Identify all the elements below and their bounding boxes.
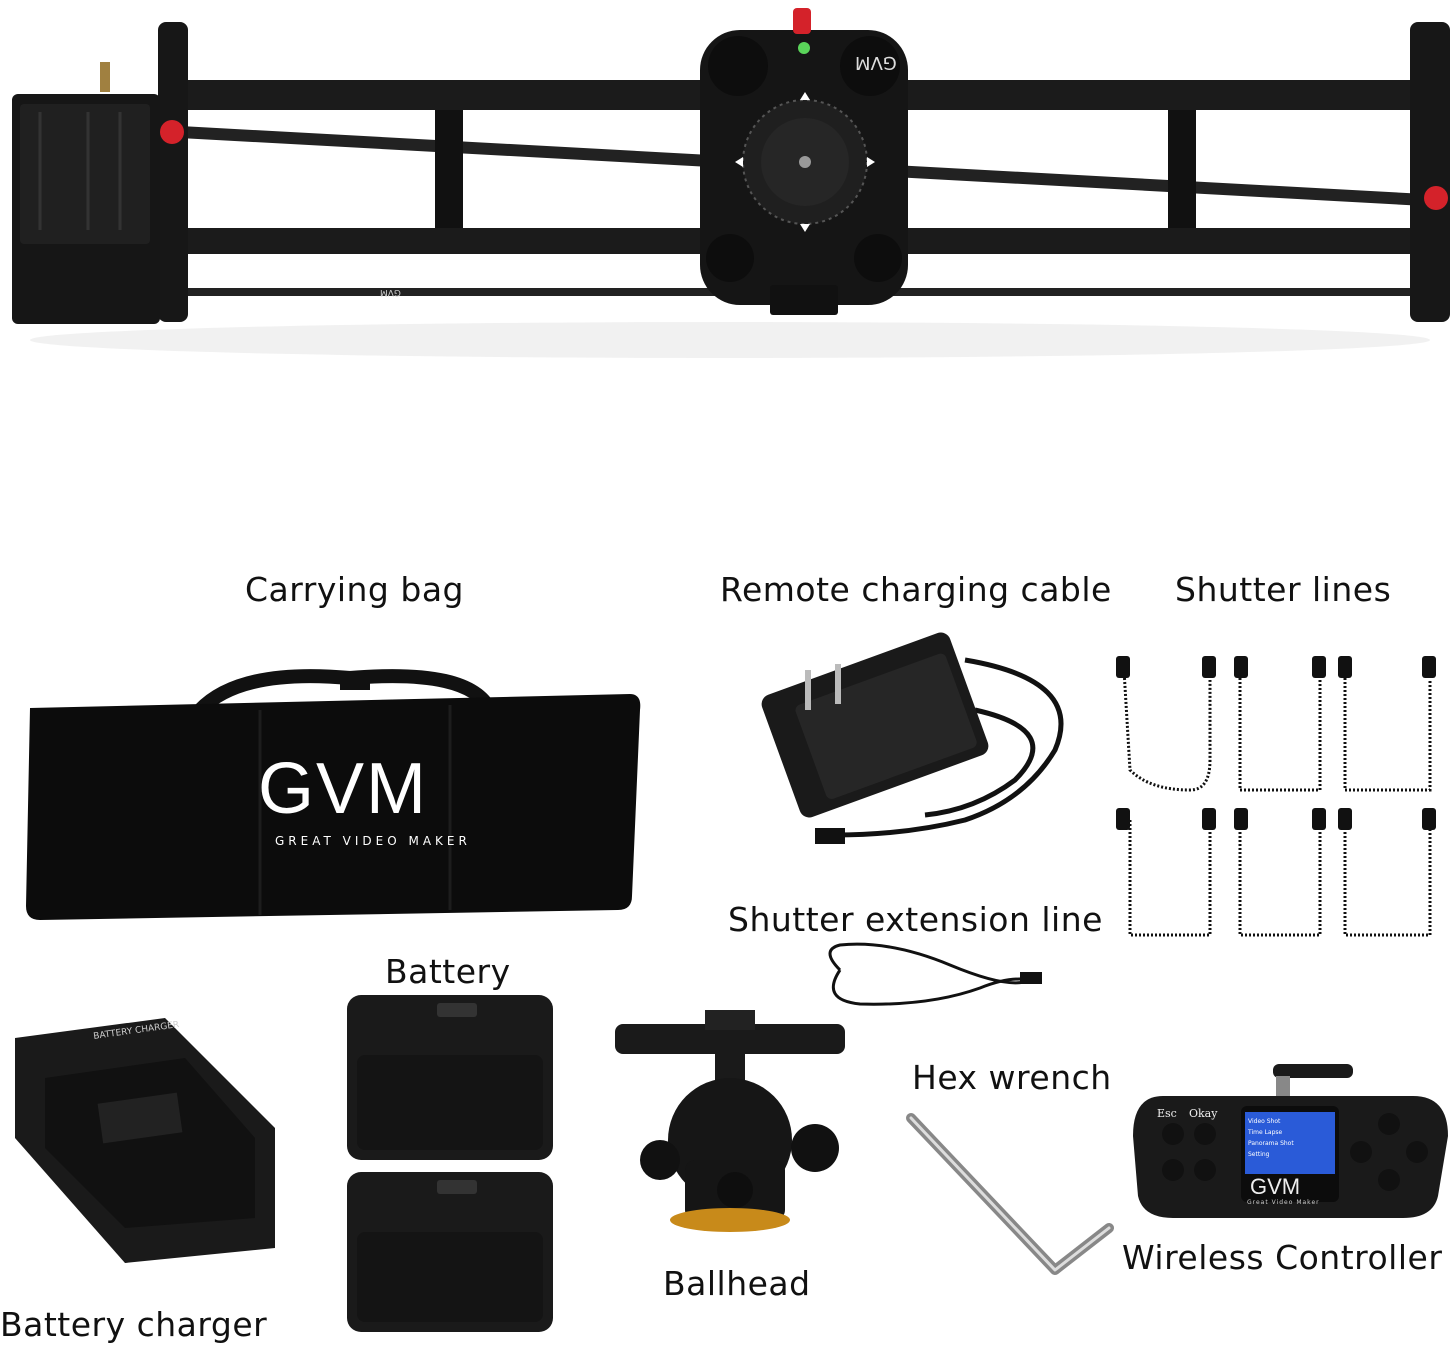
hex-wrench [905,1110,1115,1280]
slider-drawing [12,8,1450,358]
camera-slider: GVM GVM [0,0,1455,400]
controller-esc-label: Esc [1157,1107,1177,1120]
adapter-drawing [761,632,1064,844]
battery-2-drawing [347,1172,553,1332]
controller-screen-menu: Video Shot Time Lapse Panorama Shot Sett… [1248,1116,1332,1160]
carriage-brand: GVM [855,52,897,73]
shutter-lines-drawing [1116,656,1436,937]
shutter-extension-line [810,940,1050,1010]
controller-drawing [1133,1064,1448,1218]
controller-brand: GVM [1250,1174,1301,1199]
battery-2 [347,1172,553,1332]
bag-tagline: Great Video Maker [275,834,471,848]
label-wireless-controller: Wireless Controller [1122,1238,1443,1277]
wireless-controller: Esc Okay Video Shot Time Lapse Panorama … [1133,1056,1448,1221]
hex-wrench-drawing [906,1113,1114,1275]
charger-drawing [15,1018,275,1263]
menu-item: Setting [1248,1151,1270,1158]
carrying-bag: GVM Great Video Maker [20,669,641,930]
menu-item: Time Lapse [1248,1129,1283,1136]
bag-brand: GVM [258,749,429,829]
menu-item: Panorama Shot [1248,1140,1294,1147]
battery-1-drawing [347,995,553,1160]
battery-1 [347,995,553,1160]
label-shutter-lines: Shutter lines [1175,570,1392,609]
extension-line-drawing [828,942,1042,1006]
rail-mark: GVM [380,287,401,297]
remote-charging-cable [761,620,1095,870]
ballhead-drawing [615,1010,845,1232]
label-hex-wrench: Hex wrench [912,1058,1112,1097]
controller-tagline: Great Video Maker [1247,1199,1320,1206]
menu-item: Video Shot [1248,1118,1281,1125]
label-ballhead: Ballhead [663,1264,811,1303]
battery-charger: BATTERY CHARGER [5,1018,280,1263]
label-remote-charging-cable: Remote charging cable [720,570,1112,609]
label-battery: Battery [385,952,511,991]
bag-drawing [26,669,641,920]
label-battery-charger: Battery charger [0,1305,268,1344]
shutter-lines [1110,650,1450,950]
label-shutter-extension-line: Shutter extension line [728,900,1103,939]
ballhead [615,1010,845,1240]
controller-okay-label: Okay [1189,1107,1218,1120]
label-carrying-bag: Carrying bag [245,570,464,609]
